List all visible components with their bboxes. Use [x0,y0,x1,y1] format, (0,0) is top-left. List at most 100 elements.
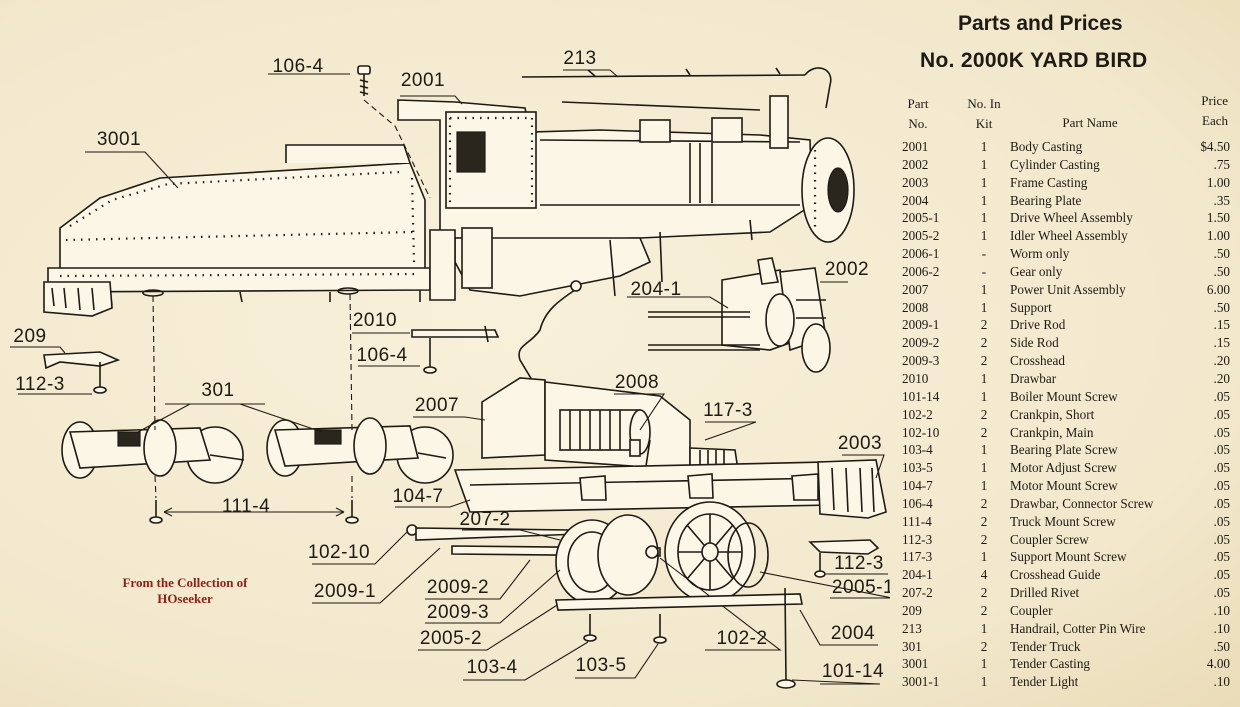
part-name: Handrail, Cotter Pin Wire [1010,620,1146,636]
leader-3001 [85,151,179,189]
part-price: .75 [1213,156,1230,172]
part-number: 2010 [902,370,929,386]
part-price: 1.00 [1206,228,1230,244]
part-number: 2001 [902,139,929,154]
kit-count: 2 [980,531,988,547]
credit-line1: From the Collection of [122,575,248,590]
kit-count: 1 [980,442,988,458]
exploded-diagram: 106-4200121330012002204-12010209106-4112… [10,48,890,689]
tender-truck-left [61,419,245,484]
kit-count: 1 [980,299,988,315]
kit-count: 1 [980,156,988,172]
callout-2001: 2001 [401,70,445,91]
leader-207-2 [462,529,561,541]
wheels-and-rods [406,501,769,605]
part-number: 2009-2 [902,335,940,351]
part-price: 6.00 [1206,281,1230,297]
part-price: .05 [1213,406,1230,422]
part-name: Coupler [1010,602,1053,618]
motor-wire [518,289,576,386]
callout-207-2: 207-2 [459,509,510,530]
tender-truck-right [266,417,454,484]
screw-106-4-top [357,65,431,199]
kit-count: 1 [980,370,988,386]
kit-count: 4 [980,567,988,583]
part-price: .05 [1213,424,1230,440]
kit-count: 2 [980,353,988,369]
leader-2007 [413,416,486,421]
kit-count: - [981,246,987,262]
leader-103-4 [463,641,589,681]
kit-count: 1 [980,228,988,244]
part-name: Crankpin, Main [1010,424,1094,440]
tender-casting [43,144,431,317]
header-price-each: Price Each [1201,93,1228,128]
part-number: 2009-3 [902,353,940,369]
part-name: Idler Wheel Assembly [1010,228,1128,244]
callout-112-3: 112-3 [15,374,65,395]
leader-2004 [799,609,878,646]
part-price: .50 [1213,263,1230,279]
part-row: 2006-1-Worm only.50 [896,245,1236,263]
callout-103-4: 103-4 [466,657,517,678]
part-number: 301 [902,638,922,654]
handrail [521,67,832,111]
part-price: .05 [1213,513,1230,529]
part-name: Truck Mount Screw [1010,513,1116,529]
part-price: .15 [1213,317,1230,333]
kit-count: 1 [980,174,988,190]
part-name: Drawbar, Connector Screw [1010,495,1154,511]
kit-count: 2 [980,638,988,654]
part-number: 2007 [902,281,929,297]
callout-101-14: 101-14 [822,661,884,682]
callout-204-1: 204-1 [630,279,681,300]
leader-213 [563,69,619,78]
callout-2010: 2010 [353,310,397,331]
part-price: .10 [1213,602,1230,618]
part-row: 2009-3 2 Crosshead .20 [896,352,1236,370]
header-no-in-kit: No. In Kit [967,96,1001,131]
leader-2009-3 [425,569,561,624]
parts-price-panel: Parts and Prices No. 2000K YARD BIRD Par… [896,0,1236,707]
part-number: 117-3 [902,549,933,565]
kit-count: 1 [980,620,988,636]
callout-2005-2: 2005-2 [420,628,482,649]
part-name: Crosshead Guide [1010,567,1101,583]
callout-213: 213 [563,48,596,69]
panel-title: Parts and Prices [958,12,1123,35]
part-name: Support [1010,299,1052,315]
part-name: Body Casting [1010,139,1083,154]
part-name: Frame Casting [1010,174,1088,190]
callout-209: 209 [13,326,46,347]
leader-2009-2 [425,559,531,600]
part-name: Support Mount Screw [1010,549,1127,565]
part-price: .05 [1213,495,1230,511]
callout-102-10: 102-10 [308,542,370,563]
part-name: Boiler Mount Screw [1010,388,1118,404]
part-name: Motor Adjust Screw [1010,460,1117,476]
part-name: Crosshead [1010,353,1065,369]
part-price: .05 [1213,549,1230,565]
kit-count: 1 [980,656,988,672]
part-price: .50 [1213,246,1230,262]
part-price: .20 [1213,353,1230,369]
part-price: .15 [1213,335,1230,351]
part-number: 103-5 [902,460,933,476]
part-number: 2006-1 [902,246,940,262]
header-part-name: Part Name [1062,115,1118,130]
part-number: 3001 [902,656,929,672]
leader-2008 [614,393,666,431]
